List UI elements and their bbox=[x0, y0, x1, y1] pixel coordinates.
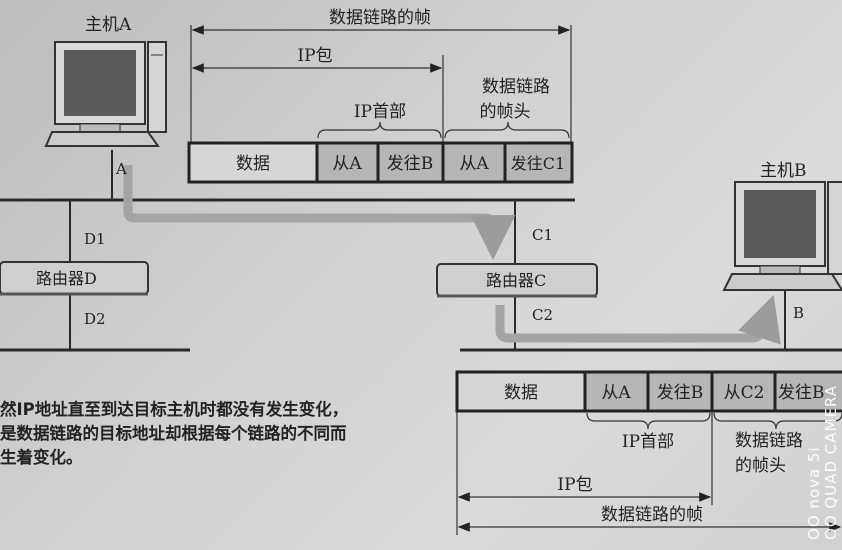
router-c bbox=[436, 263, 598, 298]
caption-line-2: 是数据链路的目标地址却根据每个链路的不同而 bbox=[0, 424, 347, 443]
bottom-cell-data: 数据 bbox=[504, 383, 538, 403]
top-frame-label: 数据链路的帧 bbox=[329, 8, 431, 28]
link-c2-label: C2 bbox=[532, 306, 553, 324]
bottom-packet-label: IP包 bbox=[557, 475, 592, 495]
link-c1-label: C1 bbox=[532, 226, 553, 244]
watermark-line-2: OO QUAD CAMERA bbox=[822, 385, 840, 540]
host-a-label: 主机A bbox=[85, 15, 132, 35]
watermark-line-1: OO nova 5i bbox=[805, 446, 823, 540]
bottom-cell-dst-ip: 发往B bbox=[657, 383, 704, 403]
bottom-dl-header-label-2: 的帧头 bbox=[735, 456, 786, 476]
top-packet-label: IP包 bbox=[297, 46, 332, 66]
bottom-cell-src-mac: 从C2 bbox=[724, 383, 765, 403]
bottom-ip-header-label: IP首部 bbox=[622, 432, 674, 452]
top-frame: 数据链路的帧 IP包 IP首部 数据链路 的帧头 数据 从A 发往B 从A 发往… bbox=[187, 8, 574, 184]
top-dl-header-label-2: 的帧头 bbox=[480, 102, 531, 122]
bottom-frame: 数据 从A 发往B 从C2 发往B IP首部 数据链路 的帧头 IP包 数据链路… bbox=[455, 370, 842, 535]
host-a-computer bbox=[44, 41, 167, 147]
top-cell-data: 数据 bbox=[236, 154, 270, 174]
router-d-label: 路由器D bbox=[36, 269, 97, 288]
camera-watermark: OO nova 5i OO QUAD CAMERA bbox=[805, 385, 840, 540]
router-d bbox=[0, 261, 149, 296]
link-d1-label: D1 bbox=[84, 230, 106, 248]
packet-route-path bbox=[123, 165, 781, 345]
top-ip-header-label: IP首部 bbox=[354, 102, 406, 122]
bottom-dl-header-label-1: 数据链路 bbox=[735, 431, 803, 451]
top-cell-dst-ip: 发往B bbox=[387, 154, 434, 174]
caption-text: 然IP地址直至到达目标主机时都没有发生变化， 是数据链路的目标地址却根据每个链路… bbox=[0, 398, 348, 470]
host-b-label: 主机B bbox=[760, 161, 807, 181]
bottom-cell-src-ip: 从A bbox=[601, 383, 631, 403]
caption-line-3: 生着变化。 bbox=[0, 448, 83, 467]
caption-line-1: 然IP地址直至到达目标主机时都没有发生变化， bbox=[0, 400, 349, 419]
top-cell-src-ip: 从A bbox=[332, 154, 362, 174]
port-b-label: B bbox=[793, 304, 804, 322]
top-dl-header-label-1: 数据链路 bbox=[482, 77, 550, 97]
link-d2-label: D2 bbox=[84, 310, 106, 328]
bottom-frame-label: 数据链路的帧 bbox=[601, 505, 703, 525]
router-c-label: 路由器C bbox=[486, 271, 546, 290]
top-cell-src-mac: 从A bbox=[459, 154, 489, 174]
bottom-cell-dst-mac: 发往B bbox=[778, 383, 825, 403]
port-a-label: A bbox=[115, 160, 127, 178]
host-b-computer bbox=[722, 181, 842, 291]
top-cell-dst-mac: 发往C1 bbox=[511, 154, 565, 173]
